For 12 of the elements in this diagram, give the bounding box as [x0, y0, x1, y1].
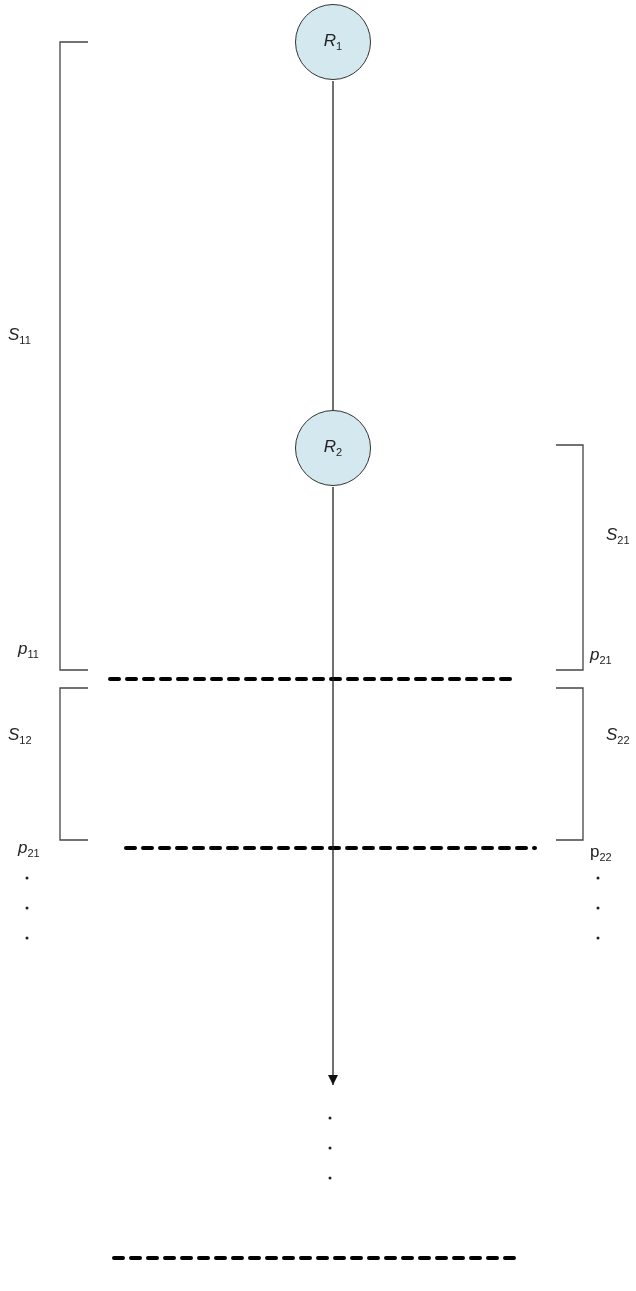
connector-line: [332, 80, 334, 411]
variable-label: p$_{21}$: [590, 645, 612, 667]
arrow: [328, 486, 338, 1086]
variable-label: p$_{22}$: [590, 842, 612, 864]
variable-label: S$_{22}$: [606, 725, 630, 747]
variable-label: p$_{21}$: [18, 838, 40, 860]
variable-label: S$_{12}$: [8, 725, 32, 747]
variable-label: S$_{11}$: [8, 325, 31, 347]
variable-label: p$_{11}$: [18, 639, 39, 661]
node-label: R$_{2}$: [323, 437, 343, 459]
variable-label: S$_{21}$: [606, 525, 630, 547]
node-label: R$_{1}$: [323, 31, 343, 53]
